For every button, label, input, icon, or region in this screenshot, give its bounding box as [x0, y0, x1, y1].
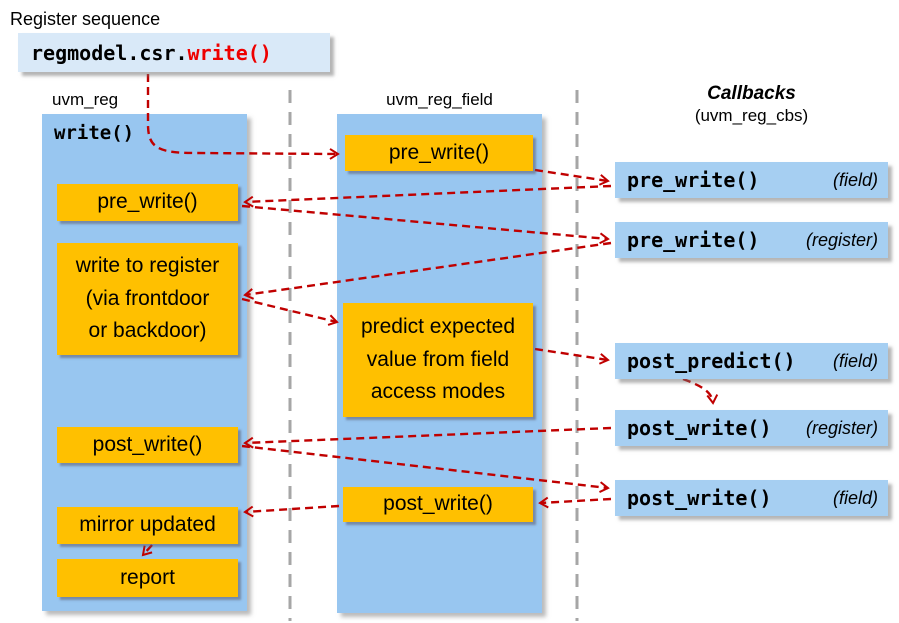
- header-uvm-reg-field: uvm_reg_field: [386, 90, 493, 109]
- arrow-field-pre-write-to-cb-field: [534, 168, 610, 186]
- callback-pre-write-field: pre_write() (field): [615, 162, 888, 198]
- step-mirror-updated: mirror updated: [57, 507, 238, 544]
- call-method: write(): [187, 40, 272, 65]
- callback-scope: (register): [805, 229, 878, 250]
- register-sequence-call-box: regmodel.csr.write(): [18, 33, 330, 72]
- callback-scope: (field): [832, 169, 878, 190]
- arrow-predict-to-post-predict: [534, 347, 610, 365]
- arrow-cb-post-write-field-to-field-post-write: [538, 496, 612, 509]
- callback-post-write-register: post_write() (register): [615, 410, 888, 446]
- callback-method: pre_write(): [627, 168, 760, 192]
- header-uvm-reg: uvm_reg: [52, 90, 119, 109]
- callback-post-predict-field: post_predict() (field): [615, 343, 888, 379]
- arrow-field-post-write-to-mirror: [243, 504, 340, 518]
- call-prefix: regmodel.csr.: [31, 40, 188, 65]
- callback-scope: (register): [805, 417, 878, 438]
- step-field-post-write: post_write(): [343, 487, 533, 522]
- callback-method: post_predict(): [627, 349, 796, 373]
- step-reg-post-write: post_write(): [57, 427, 238, 463]
- callback-scope: (field): [832, 350, 878, 371]
- arrow-write-register-to-predict: [241, 297, 339, 326]
- arrow-post-predict-to-cb-post-write-register: [682, 377, 719, 405]
- step-predict-expected: predict expected value from field access…: [343, 303, 533, 417]
- subheader-uvm-reg-cbs: (uvm_reg_cbs): [694, 106, 809, 125]
- page-title: Register sequence: [10, 9, 161, 29]
- step-field-pre-write: pre_write(): [345, 135, 533, 171]
- callback-pre-write-register: pre_write() (register): [615, 222, 888, 258]
- step-write-to-register: write to register (via frontdoor or back…: [57, 243, 238, 355]
- callback-method: post_write(): [627, 486, 772, 510]
- callback-post-write-field: post_write() (field): [615, 480, 888, 516]
- step-reg-pre-write: pre_write(): [57, 184, 238, 221]
- callback-method: pre_write(): [627, 228, 760, 252]
- uvm-reg-write-label: write(): [54, 122, 135, 144]
- callback-method: post_write(): [627, 416, 772, 440]
- callback-scope: (field): [832, 487, 878, 508]
- step-report: report: [57, 559, 238, 597]
- header-callbacks: Callbacks: [707, 83, 796, 104]
